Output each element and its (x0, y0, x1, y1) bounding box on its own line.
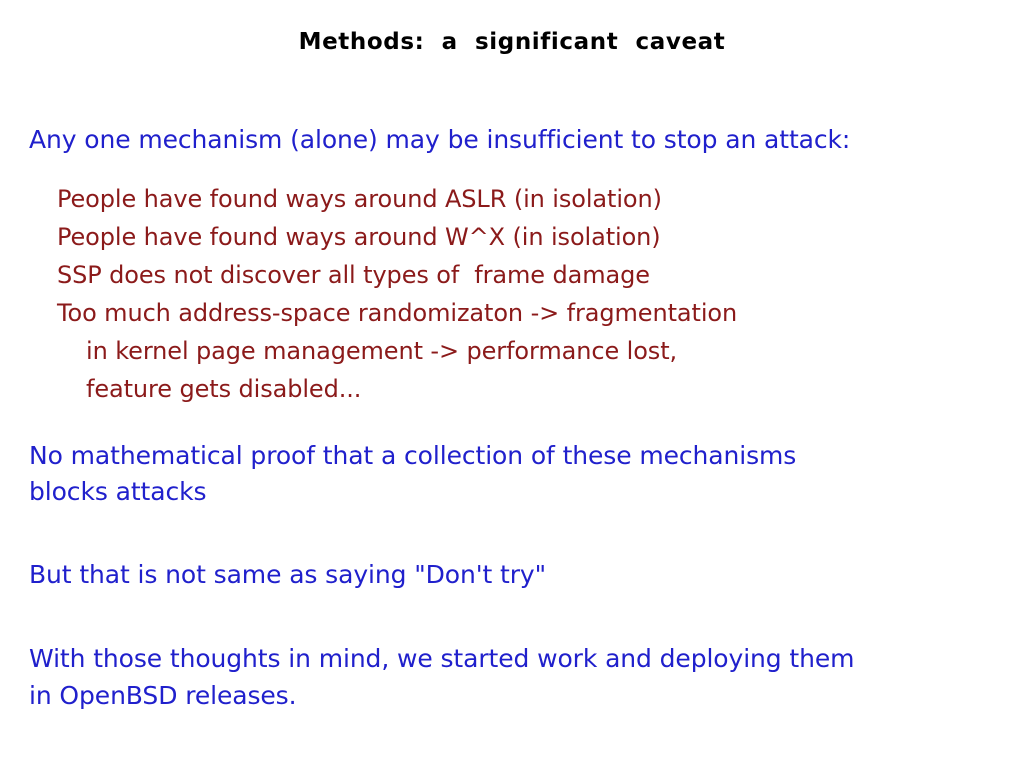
closing-line-1: With those thoughts in mind, we started … (29, 644, 855, 673)
red-bullet-4-continuation-2: feature gets disabled... (86, 375, 362, 403)
page-title: Methods: a significant caveat (298, 29, 726, 55)
closing-line-2: in OpenBSD releases. (29, 681, 297, 710)
red-bullet-4-continuation-1: in kernel page management -> performance… (86, 337, 678, 365)
intro-line-1: Any one mechanism (alone) may be insuffi… (29, 125, 851, 154)
red-bullet-3: SSP does not discover all types of frame… (57, 261, 650, 289)
red-bullet-1: People have found ways around ASLR (in i… (57, 185, 662, 213)
proof-line-2: blocks attacks (29, 477, 207, 506)
red-bullet-4: Too much address-space randomizaton -> f… (57, 299, 738, 327)
but-line-1: But that is not same as saying "Don't tr… (29, 560, 547, 589)
proof-line-1: No mathematical proof that a collection … (29, 441, 797, 470)
red-bullet-2: People have found ways around W^X (in is… (57, 223, 661, 251)
